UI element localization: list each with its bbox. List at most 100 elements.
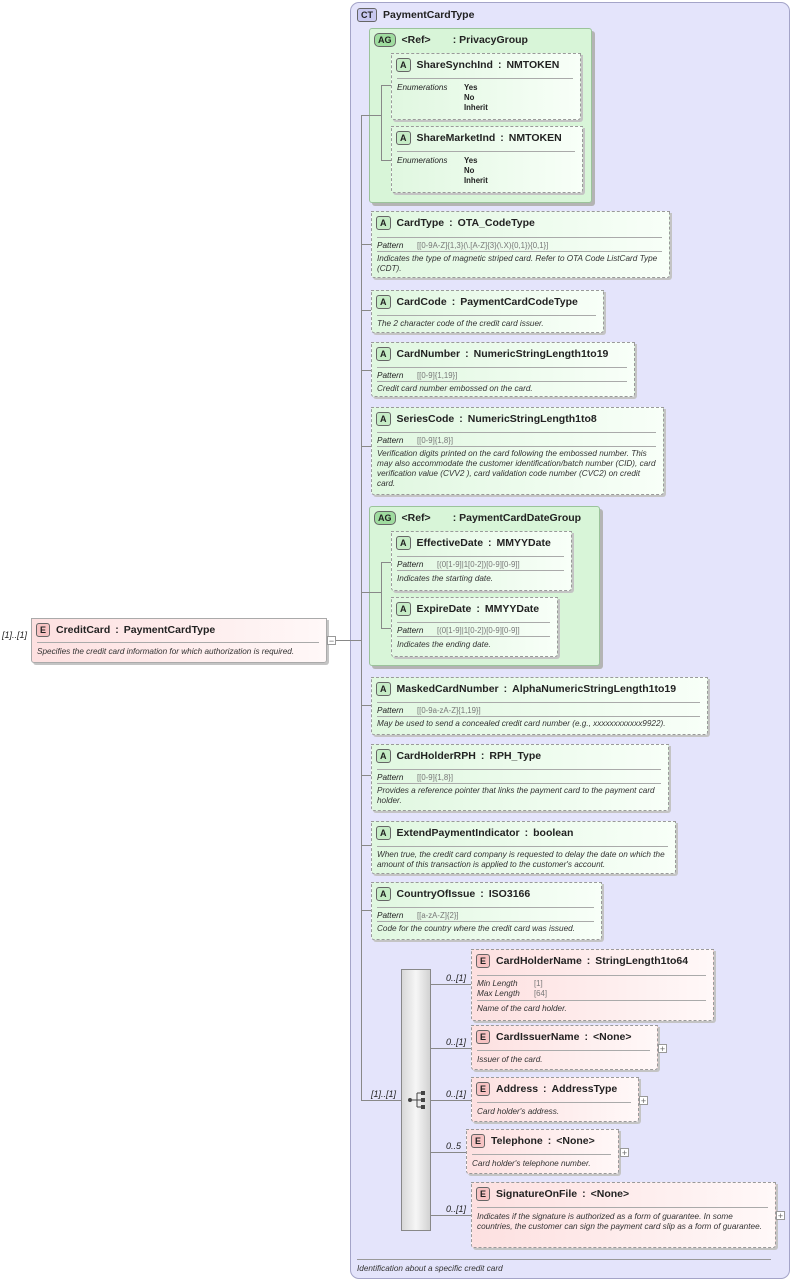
occurrence-label: 0..[1] (446, 973, 467, 983)
occurrence-label: 0..[1] (446, 1089, 467, 1099)
expand-icon[interactable]: + (620, 1148, 629, 1158)
expand-icon[interactable]: + (639, 1096, 648, 1106)
facet-label: Pattern (377, 773, 404, 782)
pattern-value: [(0[1-9]|1[0-2])[0-9][0-9]] (437, 626, 520, 635)
connector (361, 1100, 401, 1101)
element-description: Name of the card holder. (477, 1004, 567, 1013)
divider (397, 78, 573, 79)
facet-label: Max Length (477, 989, 520, 998)
attr-name: CardType (396, 216, 445, 229)
element-badge: E (476, 954, 491, 968)
attr-name: CountryOfIssue (396, 887, 476, 900)
divider (397, 556, 564, 557)
attr-name: ExtendPaymentIndicator (396, 826, 520, 839)
sequence-compositor[interactable] (401, 969, 431, 1231)
group-name: PrivacyGroup (459, 33, 528, 46)
complex-type-footer: Identification about a specific credit c… (357, 1264, 503, 1273)
connector (361, 446, 371, 447)
facet-label: Pattern (397, 626, 424, 635)
connector (362, 592, 382, 593)
attribute-badge: A (376, 347, 391, 361)
attr-name: MaskedCardNumber (396, 682, 499, 695)
connector (361, 910, 371, 911)
ag-badge: AG (374, 33, 396, 47)
pattern-value: [[0-9]{1,8}] (417, 773, 453, 782)
attr-type: RPH_Type (489, 749, 542, 762)
attribute-badge: A (376, 887, 391, 901)
divider (377, 769, 661, 770)
element-name: CardIssuerName (496, 1030, 580, 1043)
divider (377, 702, 700, 703)
element-badge: E (476, 1030, 491, 1044)
footer-divider (357, 1259, 771, 1260)
attr-type: OTA_CodeType (457, 216, 535, 229)
expand-icon[interactable]: + (658, 1044, 667, 1054)
divider (377, 716, 700, 717)
attr-name: CardHolderRPH (396, 749, 476, 762)
divider (397, 151, 575, 152)
ct-badge: CT (357, 8, 377, 22)
divider (477, 1000, 706, 1001)
connector (361, 845, 371, 846)
pattern-value: [[0-9]{1,8}] (417, 436, 453, 445)
enum-value: Yes (464, 156, 478, 165)
collapse-icon[interactable]: − (327, 636, 336, 646)
expand-icon[interactable]: + (776, 1211, 785, 1221)
element-description: Card holder's address. (477, 1107, 560, 1116)
facet-value: [64] (534, 989, 548, 998)
facet-label: Pattern (377, 911, 404, 920)
attr-type: MMYYDate (484, 602, 540, 615)
attribute-badge: A (396, 536, 411, 550)
group-connector (381, 85, 382, 160)
pattern-value: [[0-9a-zA-Z]{1,19}] (417, 706, 481, 715)
occurrence-label: 0..[1] (446, 1204, 467, 1214)
divider (477, 1102, 631, 1103)
attr-description: Credit card number embossed on the card. (377, 384, 533, 393)
element-description: Card holder's telephone number. (472, 1159, 591, 1168)
sequence-occurrence: [1]..[1] (371, 1089, 397, 1099)
vertical-connector (361, 115, 362, 1101)
attr-type: NumericStringLength1to19 (473, 347, 609, 360)
divider (377, 907, 594, 908)
attr-description: Indicates the starting date. (397, 574, 494, 583)
facet-label: Pattern (397, 560, 424, 569)
element-type: <None> (590, 1187, 630, 1200)
element-badge: E (36, 623, 51, 637)
enum-value: Inherit (464, 176, 488, 185)
element-name: CreditCard (56, 623, 111, 636)
connector (431, 1048, 471, 1049)
divider (377, 783, 661, 784)
facet-label: Pattern (377, 241, 404, 250)
connector (336, 640, 362, 641)
divider (377, 381, 627, 382)
facet-label: Min Length (477, 979, 518, 988)
connector (361, 705, 371, 706)
